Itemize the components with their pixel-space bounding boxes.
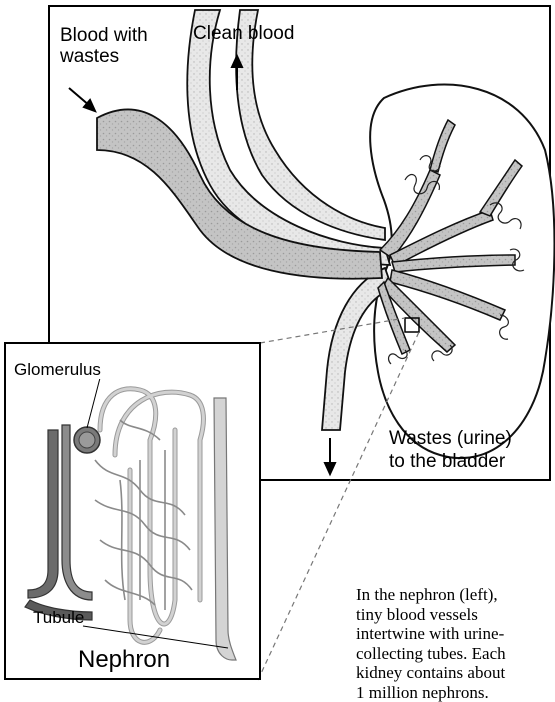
caption-line-6: 1 million nephrons. <box>356 683 555 702</box>
blood-with-wastes-line1: Blood with <box>60 25 148 46</box>
nephron-title: Nephron <box>78 647 170 674</box>
wastes-urine-line2: to the bladder <box>389 450 512 473</box>
tubule-label: Tubule <box>33 608 84 627</box>
glomerulus-label: Glomerulus <box>14 360 101 379</box>
caption-line-5: kidney contains about <box>356 663 555 683</box>
kidney-diagram: Blood with wastes Clean blood Wastes (ur… <box>0 0 555 684</box>
caption-line-4: collecting tubes. Each <box>356 644 555 664</box>
caption-text: In the nephron (left), tiny blood vessel… <box>356 585 555 702</box>
diagram-art <box>0 0 555 684</box>
blood-with-wastes-label: Blood with wastes <box>60 25 148 68</box>
wastes-urine-line1: Wastes (urine) <box>389 427 512 450</box>
blood-with-wastes-line2: wastes <box>60 46 148 67</box>
caption-line-1: In the nephron (left), <box>356 585 555 605</box>
clean-blood-label: Clean blood <box>193 23 294 44</box>
caption-line-3: intertwine with urine- <box>356 624 555 644</box>
caption-line-2: tiny blood vessels <box>356 605 555 625</box>
wastes-urine-label: Wastes (urine) to the bladder <box>389 427 512 473</box>
